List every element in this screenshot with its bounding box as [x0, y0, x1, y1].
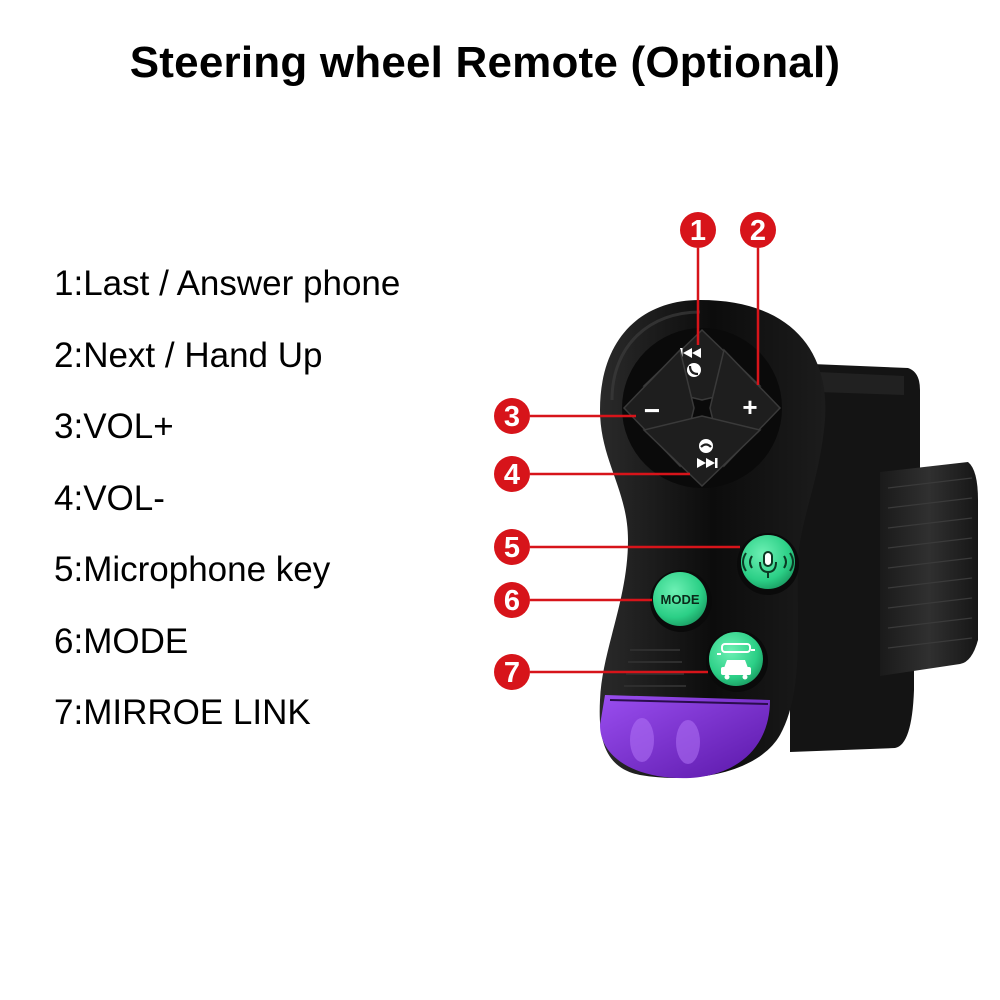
button-legend: 1:Last / Answer phone 2:Next / Hand Up 3… [54, 258, 494, 759]
legend-item-7: 7:MIRROE LINK [54, 693, 311, 732]
legend-item-1: 1:Last / Answer phone [54, 264, 401, 303]
microphone-icon [742, 551, 794, 578]
phone-hangup-icon [699, 439, 713, 453]
minus-label: − [644, 395, 660, 426]
elastic-strap [880, 462, 978, 676]
mode-label: MODE [661, 592, 700, 607]
callout-3-number: 3 [504, 401, 520, 433]
callout-1-number: 1 [690, 215, 706, 247]
page-title: Steering wheel Remote (Optional) [129, 38, 841, 87]
legend-item-4: 4:VOL- [54, 478, 165, 518]
legend-item-2: 2:Next / Hand Up [54, 335, 323, 375]
legend-item-5: 5:Microphone key [54, 550, 331, 589]
callout-2-number: 2 [750, 215, 766, 247]
microphone-button[interactable] [737, 533, 799, 595]
light-cover [600, 695, 770, 779]
legend-item-6: 6:MODE [54, 621, 189, 661]
callout-7-number: 7 [504, 657, 520, 689]
next-track-icon [697, 458, 718, 468]
callout-7: 7 [494, 654, 530, 690]
grip-ridges [624, 649, 686, 687]
next-hangup-button[interactable] [642, 415, 762, 488]
callout-3: 3 [494, 398, 530, 434]
mode-button[interactable]: MODE [650, 570, 712, 632]
plus-label: + [742, 392, 757, 422]
callout-4-number: 4 [504, 459, 520, 491]
callout-4: 4 [494, 456, 530, 492]
callout-1: 1 [680, 212, 716, 248]
callout-6: 6 [494, 582, 530, 618]
mirror-link-button[interactable] [706, 630, 768, 692]
callout-5-number: 5 [504, 532, 520, 564]
callout-5: 5 [494, 529, 530, 565]
callout-2: 2 [740, 212, 776, 248]
phone-answer-icon [687, 363, 701, 377]
car-link-icon [717, 643, 755, 680]
callout-6-number: 6 [504, 585, 520, 617]
legend-item-3: 3:VOL+ [54, 407, 174, 446]
